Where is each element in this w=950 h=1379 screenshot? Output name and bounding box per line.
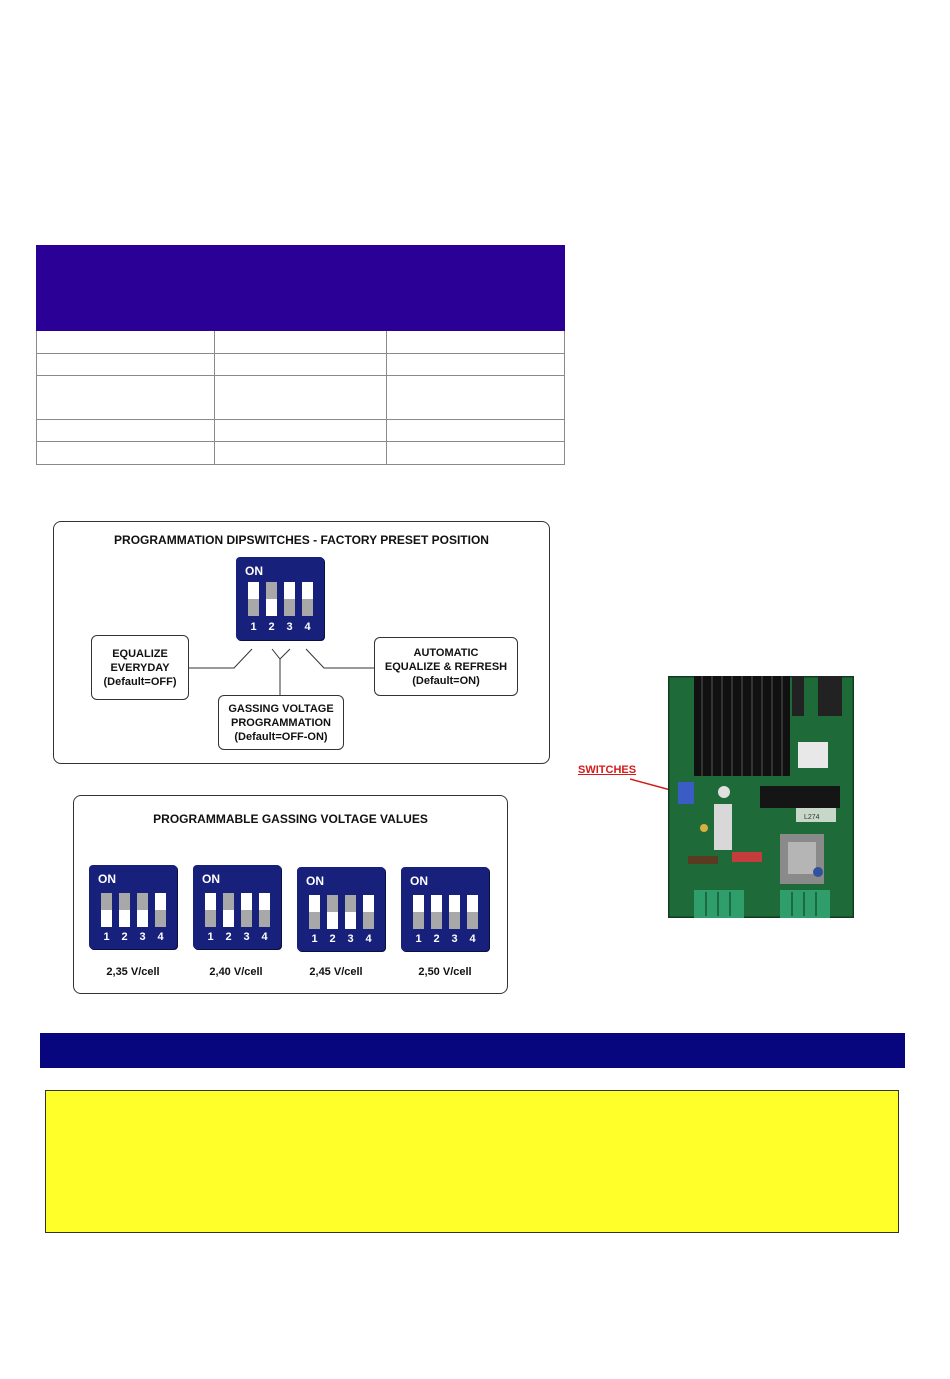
switch-number: 1	[103, 931, 110, 943]
table-header-cell	[386, 245, 565, 331]
switch-number: 4	[261, 931, 268, 943]
table-row	[36, 330, 565, 354]
dip-switch-1	[248, 582, 259, 616]
dip-switch-3	[345, 895, 356, 929]
switch-number: 3	[451, 933, 458, 945]
table-cell	[386, 441, 565, 465]
table-cell	[214, 330, 387, 354]
switch-number: 2	[433, 933, 440, 945]
circuit-board-image: L274	[668, 676, 854, 918]
switch-number: 3	[243, 931, 250, 943]
on-label: ON	[202, 872, 220, 886]
table-row	[36, 375, 565, 420]
panel-title: PROGRAMMABLE GASSING VOLTAGE VALUES	[153, 812, 428, 826]
dipswitch-block-235: ON 1 2 3 4	[89, 865, 177, 949]
table-cell	[386, 330, 565, 354]
switch-number: 1	[415, 933, 422, 945]
dip-switch-4	[259, 893, 270, 927]
table-header-cell	[214, 245, 387, 331]
switch-number: 3	[139, 931, 146, 943]
switch-number: 4	[304, 621, 311, 633]
voltage-value: 2,40 V/cell	[209, 966, 263, 978]
table-row	[36, 419, 565, 442]
table-cell	[386, 375, 565, 420]
voltage-value: 2,35 V/cell	[106, 966, 160, 978]
dip-switch-1	[205, 893, 216, 927]
switch-number: 2	[121, 931, 128, 943]
dip-switch-1	[309, 895, 320, 929]
table-header-row	[36, 245, 565, 331]
section-header-bar	[40, 1033, 905, 1068]
switch-number: 4	[157, 931, 164, 943]
switch-number: 1	[250, 621, 257, 633]
dipswitch-block-250: ON 1 2 3 4	[401, 867, 489, 951]
dipswitch-block: ON 1 2 3 4	[236, 557, 324, 640]
note-box	[45, 1090, 899, 1233]
dip-switch-2	[119, 893, 130, 927]
table-row	[36, 353, 565, 376]
dip-switch-3	[449, 895, 460, 929]
gassing-voltage-panel: PROGRAMMABLE GASSING VOLTAGE VALUES ON 1…	[73, 795, 508, 994]
switch-number: 2	[268, 621, 275, 633]
callout-gassing-voltage: GASSING VOLTAGE PROGRAMMATION (Default=O…	[218, 695, 344, 750]
table-row	[36, 441, 565, 465]
switch-number: 2	[329, 933, 336, 945]
switch-number: 4	[365, 933, 372, 945]
switch-number: 1	[311, 933, 318, 945]
spec-table	[36, 245, 565, 465]
dip-switch-2	[266, 582, 277, 616]
switch-number: 1	[207, 931, 214, 943]
on-label: ON	[98, 872, 116, 886]
table-cell	[386, 353, 565, 376]
on-label: ON	[245, 564, 263, 578]
callout-connector-lines	[189, 648, 374, 697]
table-cell	[214, 353, 387, 376]
dipswitch-preset-panel: PROGRAMMATION DIPSWITCHES - FACTORY PRES…	[53, 521, 550, 764]
table-cell	[386, 419, 565, 442]
dipswitch-block-245: ON 1 2 3 4	[297, 867, 385, 951]
callout-equalize-everyday: EQUALIZE EVERYDAY (Default=OFF)	[91, 635, 189, 700]
table-cell	[36, 330, 215, 354]
table-cell	[214, 375, 387, 420]
switch-number: 3	[286, 621, 293, 633]
control-board-photo: L274	[668, 676, 854, 918]
dip-switch-1	[413, 895, 424, 929]
switch-number: 2	[225, 931, 232, 943]
voltage-value: 2,45 V/cell	[309, 966, 363, 978]
dip-switch-4	[467, 895, 478, 929]
dip-switch-4	[155, 893, 166, 927]
chip-label: L274	[804, 814, 820, 821]
switches-pointer-label: SWITCHES	[578, 764, 637, 776]
table-cell	[36, 419, 215, 442]
on-label: ON	[306, 874, 324, 888]
table-cell	[36, 353, 215, 376]
table-cell	[36, 441, 215, 465]
dip-switch-3	[241, 893, 252, 927]
table-cell	[214, 441, 387, 465]
table-cell	[36, 375, 215, 420]
on-label: ON	[410, 874, 428, 888]
dip-switch-3	[284, 582, 295, 616]
voltage-value: 2,50 V/cell	[418, 966, 472, 978]
panel-title: PROGRAMMATION DIPSWITCHES - FACTORY PRES…	[114, 533, 489, 547]
dip-switch-1	[101, 893, 112, 927]
dip-switch-2	[327, 895, 338, 929]
dip-switch-4	[302, 582, 313, 616]
callout-automatic-equalize: AUTOMATIC EQUALIZE & REFRESH (Default=ON…	[374, 637, 518, 696]
dip-switch-3	[137, 893, 148, 927]
dip-switch-2	[431, 895, 442, 929]
dipswitch-block-240: ON 1 2 3 4	[193, 865, 281, 949]
table-cell	[214, 419, 387, 442]
dip-switch-2	[223, 893, 234, 927]
table-header-cell	[36, 245, 215, 331]
switch-number: 3	[347, 933, 354, 945]
dip-switch-4	[363, 895, 374, 929]
switch-number: 4	[469, 933, 476, 945]
